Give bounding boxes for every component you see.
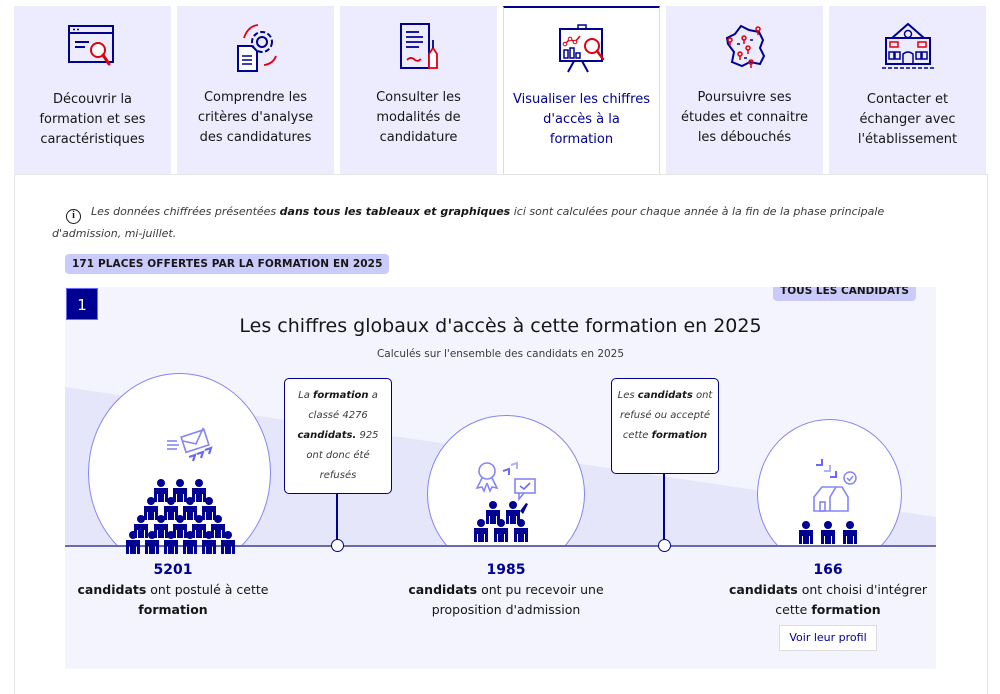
stat-proposals: 1985 candidats ont pu recevoir une propo… <box>401 560 611 620</box>
card-subtitle: Calculés sur l'ensemble des candidats en… <box>376 348 625 360</box>
info-text-bold: dans tous les tableaux et graphiques <box>279 205 511 218</box>
timeline-node <box>331 539 344 552</box>
global-figures-card: 1 TOUS LES CANDIDATS Les chiffres globau… <box>65 287 936 669</box>
callout-stem <box>336 494 338 541</box>
tab-label: Consulter les modalités de candidature <box>376 90 461 145</box>
tab-contact[interactable]: Contacter et échanger avec l'établisseme… <box>829 6 986 174</box>
three-people-icon <box>799 521 857 544</box>
ranking-callout: La formation a classé 4276 candidats. 92… <box>284 378 392 494</box>
stat-value: 166 <box>813 562 843 578</box>
window-search-icon <box>67 25 114 66</box>
tab-label: Découvrir la formation et ses caractéris… <box>39 92 146 147</box>
school-building-icon <box>881 22 934 69</box>
tab-figures[interactable]: Visualiser les chiffres d'accès à la for… <box>503 6 660 176</box>
stat-applicants: 5201 candidats ont postulé à cette forma… <box>73 560 273 620</box>
stat-enrolled: 166 candidats ont choisi d'intégrer cett… <box>725 560 931 620</box>
places-offered-badge: 171 PLACES OFFERTES PAR LA FORMATION EN … <box>65 254 390 274</box>
stat-value: 5201 <box>153 562 193 578</box>
tab-bar: Découvrir la formation et ses caractéris… <box>14 6 986 176</box>
tab-label: Contacter et échanger avec l'établisseme… <box>857 92 958 147</box>
decision-callout: Les candidats ont refusé ou accepté cett… <box>611 378 719 474</box>
callout-stem <box>663 474 665 541</box>
view-profile-button[interactable]: Voir leur profil <box>779 625 877 651</box>
info-text: ici sont calculées pour chaque année à l… <box>52 205 885 240</box>
crowd-icon <box>126 479 235 554</box>
info-text: Les données chiffrées présentées <box>91 205 280 218</box>
timeline-line <box>65 545 936 547</box>
timeline-node <box>658 539 671 552</box>
admitted-group-icon <box>474 501 528 542</box>
house-check-icon <box>813 459 857 512</box>
stat-circle <box>757 419 902 569</box>
info-notice: i Les données chiffrées présentées dans t… <box>52 202 922 244</box>
card-title: Les chiffres globaux d'accès à cette for… <box>239 315 762 337</box>
envelope-icon <box>167 427 213 462</box>
document-pen-icon <box>399 23 438 69</box>
stat-circle <box>88 373 271 573</box>
audience-badge: TOUS LES CANDIDATS <box>773 287 916 301</box>
tab-criteria[interactable]: Comprendre les critères d'analyse des ca… <box>177 6 334 174</box>
tab-label: Comprendre les critères d'analyse des ca… <box>197 90 314 145</box>
france-map-icon <box>725 24 765 68</box>
section-number: 1 <box>66 288 98 320</box>
tab-label: Visualiser les chiffres d'accès à la for… <box>513 92 650 147</box>
info-icon: i <box>66 209 81 224</box>
stat-value: 1985 <box>486 562 526 578</box>
tab-discover[interactable]: Découvrir la formation et ses caractéris… <box>14 6 171 174</box>
gear-document-icon <box>236 24 277 72</box>
tab-modalities[interactable]: Consulter les modalités de candidature <box>340 6 497 174</box>
tab-studies[interactable]: Poursuivre ses études et connaitre les d… <box>666 6 823 174</box>
tab-label: Poursuivre ses études et connaitre les d… <box>680 90 809 145</box>
chart-board-icon <box>558 24 604 73</box>
award-message-icon <box>475 461 536 502</box>
